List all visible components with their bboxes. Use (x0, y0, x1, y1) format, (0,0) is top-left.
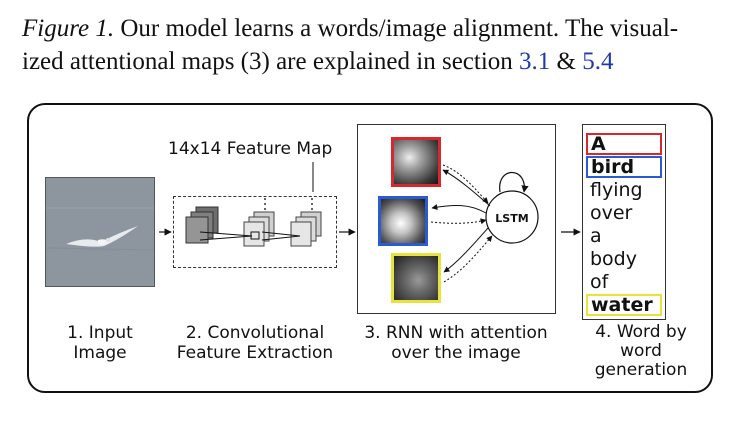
word-8: water (586, 294, 662, 316)
input-image (45, 177, 155, 287)
step-1-label: 1. Input Image (67, 323, 133, 363)
caption-line1: Our model learns a words/image alignment… (114, 15, 679, 42)
word-6: body (590, 248, 637, 270)
word-1: A (586, 133, 662, 155)
word-4: over (590, 202, 633, 224)
word-7: of (590, 271, 609, 293)
attention-map-red (391, 137, 441, 187)
attention-map-blue (378, 196, 428, 246)
word-2: bird (586, 156, 662, 178)
caption-connector: & (550, 48, 583, 75)
caption-line2: ized attentional maps (3) are explained … (22, 48, 520, 75)
diagram-frame (27, 103, 713, 393)
section-ref-5-4[interactable]: 5.4 (582, 48, 614, 75)
seagull-image (46, 178, 154, 286)
step-3-label: 3. RNN with attention over the image (364, 323, 548, 363)
attention-map-yellow (391, 253, 441, 303)
word-sequence-box (582, 124, 666, 320)
rnn-attention-box (357, 124, 556, 314)
feature-map-label: 14x14 Feature Map (168, 139, 333, 159)
figure-label: Figure 1. (22, 15, 115, 42)
figure-caption: Figure 1. Our model learns a words/image… (22, 12, 722, 78)
step-4-label: 4. Word by word generation (594, 322, 688, 380)
section-ref-3-1[interactable]: 3.1 (519, 48, 551, 75)
conv-feature-box (173, 196, 337, 268)
step-2-label: 2. Convolutional Feature Extraction (176, 323, 334, 363)
word-3: flying (590, 179, 643, 201)
word-5: a (590, 225, 602, 247)
